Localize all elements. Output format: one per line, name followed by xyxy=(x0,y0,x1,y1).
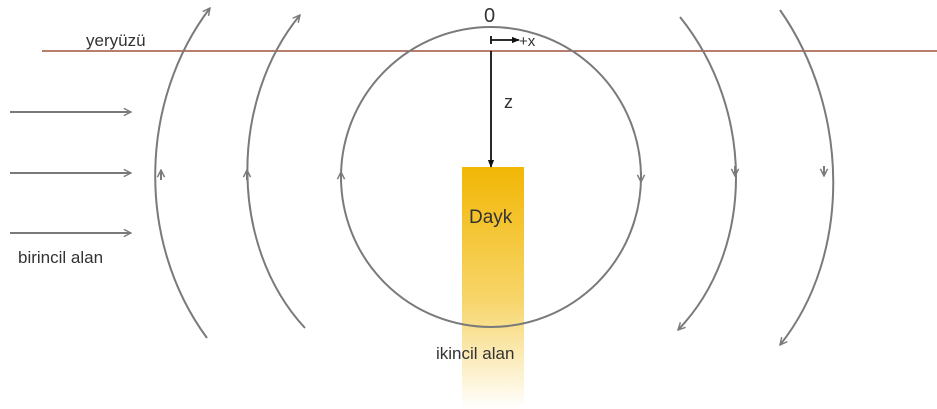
dyke-label: Dayk xyxy=(469,207,513,228)
dyke-body xyxy=(462,167,524,409)
primary-field-label: birincil alan xyxy=(18,248,103,267)
field-line-right-inner xyxy=(678,17,736,330)
field-line-right-outer xyxy=(780,10,833,345)
x-axis-label: +x xyxy=(519,33,536,50)
origin-label: 0 xyxy=(484,5,495,27)
secondary-field-label: ikincil alan xyxy=(436,344,514,363)
z-axis-label: z xyxy=(504,92,513,112)
field-line-left-outer xyxy=(155,8,210,338)
surface-label: yeryüzü xyxy=(86,31,146,50)
field-line-left-inner xyxy=(247,15,305,328)
